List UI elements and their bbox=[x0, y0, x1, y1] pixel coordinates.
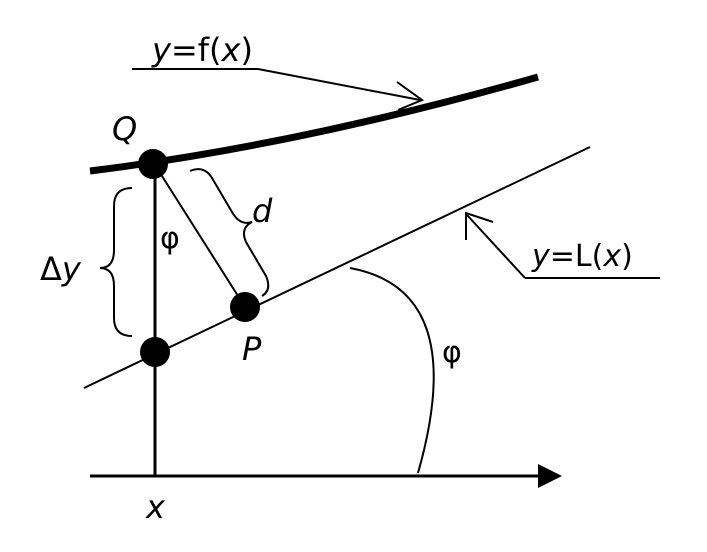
angle-phi-outer-label: φ bbox=[442, 335, 462, 370]
line-label-pointer bbox=[466, 214, 526, 279]
curve-label-y: y bbox=[151, 31, 172, 69]
point-p-dot bbox=[230, 292, 260, 322]
angle-arc bbox=[349, 267, 435, 474]
point-q-dot bbox=[138, 149, 168, 179]
delta-symbol: Δ bbox=[40, 250, 62, 288]
axis-x-label: x bbox=[145, 488, 166, 526]
curve-label-close: ) bbox=[240, 31, 252, 69]
line-label-arrowhead bbox=[465, 211, 494, 240]
line-label-eq: =L( bbox=[550, 239, 604, 274]
curve-label-x: x bbox=[221, 31, 242, 69]
delta-y-brace bbox=[99, 187, 133, 337]
intersection-dot bbox=[140, 337, 170, 367]
perpendicular-qp bbox=[154, 164, 246, 308]
delta-y: y bbox=[61, 250, 82, 288]
line-label-close: ) bbox=[621, 239, 633, 274]
point-p-label: P bbox=[242, 330, 262, 368]
curve-label-eq: =f( bbox=[171, 31, 222, 69]
angle-phi-inner-label: φ bbox=[160, 221, 180, 256]
curve-label: y=f(x) bbox=[151, 31, 253, 69]
delta-y-label: Δy bbox=[40, 250, 82, 288]
line-label-y: y bbox=[531, 239, 551, 274]
distance-d-label: d bbox=[252, 192, 273, 230]
line-label: y=L(x) bbox=[531, 239, 633, 274]
curve-label-pointer bbox=[257, 68, 421, 101]
x-axis-arrowhead bbox=[538, 464, 562, 488]
point-q-label: Q bbox=[112, 110, 137, 148]
curve-label-arrowhead bbox=[396, 81, 425, 111]
distance-d-brace bbox=[189, 168, 270, 297]
line-label-x: x bbox=[602, 239, 621, 274]
